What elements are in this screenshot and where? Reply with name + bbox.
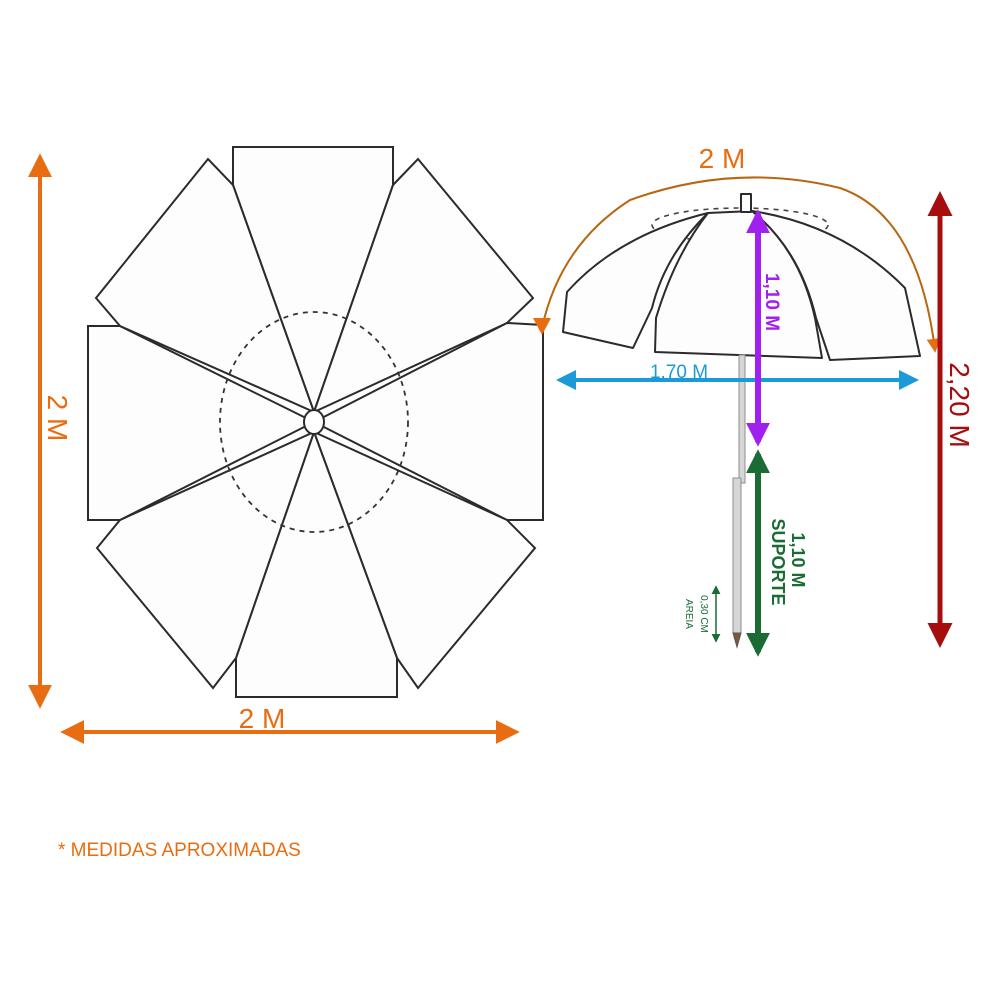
- umbrella-center-cap: [303, 409, 325, 435]
- canopy-arc-arrow: [541, 176, 941, 353]
- top-view-width-label: 2 M: [239, 703, 286, 734]
- canopy-panel-top-right: [312, 157, 535, 414]
- total-height-label: 2,20 M: [944, 362, 975, 448]
- support-height-label-line2: SUPORTE: [768, 518, 788, 605]
- canopy-panel-left: [87, 325, 317, 521]
- canopy-arc-label: 2 M: [699, 143, 746, 174]
- side-canopy-panel-right: [751, 210, 921, 361]
- support-height-label-line1: 1,10 M: [788, 532, 808, 587]
- sand-depth-label-line2: AREIA: [683, 599, 694, 629]
- canopy-top-cap: [740, 193, 752, 213]
- canopy-panel-bottom: [235, 429, 398, 698]
- sand-depth-label-line1: 0,30 CM: [698, 595, 709, 633]
- umbrella-pole-support: [732, 477, 742, 634]
- umbrella-top-view: [87, 146, 544, 698]
- pole-spike-tip: [732, 632, 742, 649]
- top-view-height-label: 2 M: [42, 395, 73, 442]
- canopy-arc-arrow-start: [533, 318, 551, 335]
- canopy-panel-bottom-right: [312, 430, 537, 690]
- canopy-panel-top-left: [94, 157, 316, 414]
- umbrella-side-view: [562, 193, 921, 361]
- canopy-panel-bottom-left: [95, 430, 316, 690]
- canopy-height-label: 1,10 M: [761, 273, 782, 331]
- footnote: * MEDIDAS APROXIMADAS: [58, 840, 301, 861]
- umbrella-pole: [738, 354, 746, 484]
- canopy-width-label: 1.70 M: [650, 362, 708, 383]
- inner-ring-dashed: [219, 311, 409, 533]
